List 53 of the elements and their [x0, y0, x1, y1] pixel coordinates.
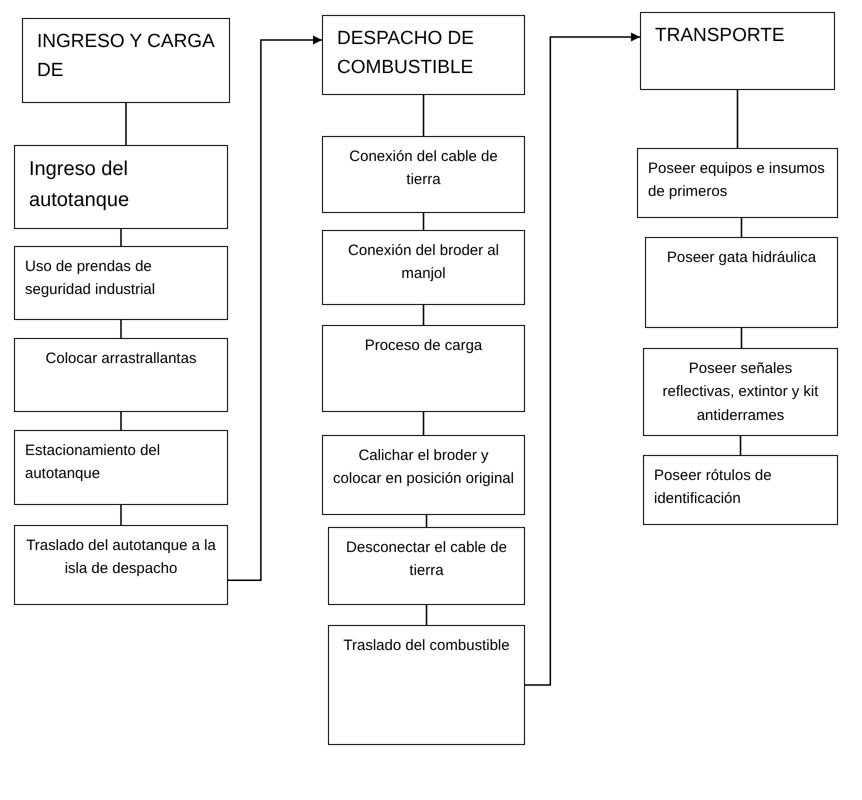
box-text: Desconectar el cable de tierra [345, 538, 508, 582]
process-box [14, 430, 228, 505]
process-box [322, 136, 525, 213]
process-box [322, 230, 525, 305]
box-text: Poseer equipos e insumos de primeros [648, 159, 826, 202]
process-box [328, 527, 525, 605]
connector-line [120, 320, 122, 338]
connector-line [740, 218, 742, 237]
arrow [525, 32, 640, 686]
box-text: Traslado del autotanque a la isla de despacho [25, 536, 217, 580]
connector-line [120, 412, 122, 430]
process-box [14, 525, 228, 605]
box-text: Colocar arrastrallantas [44, 349, 198, 369]
process-box [637, 148, 838, 218]
connector-line [422, 412, 424, 435]
connector-line [422, 305, 424, 325]
connector-line [422, 95, 424, 136]
process-box [645, 237, 838, 328]
process-box [322, 325, 525, 412]
box-text: Ingreso del autotanque [29, 157, 130, 213]
process-box [14, 338, 228, 412]
connector-line [740, 436, 742, 455]
box-text: TRANSPORTE [655, 24, 786, 48]
box-text: Conexión del broder al manjol [347, 241, 500, 284]
process-box [640, 12, 835, 90]
process-box [322, 435, 525, 515]
connector-line [422, 213, 424, 230]
connector-line [736, 90, 738, 148]
box-text: Uso de prendas de seguridad industrial [25, 257, 156, 300]
connector-line [120, 229, 122, 246]
box-text: Poseer gata hidráulica [666, 248, 818, 268]
box-text: DESPACHO DE COMBUSTIBLE [337, 27, 475, 80]
box-text: Calichar el broder y colocar en posición original [333, 446, 514, 490]
connector-line [120, 505, 122, 525]
box-text: Poseer rótulos de identificación [654, 466, 773, 510]
box-text: Traslado del combustible [342, 636, 511, 656]
process-box [322, 15, 525, 95]
connector-line [426, 605, 428, 625]
process-box [14, 246, 228, 320]
box-text: Proceso de carga [364, 336, 484, 356]
connector-line [426, 515, 428, 527]
process-box [22, 18, 230, 103]
box-text: Conexión del cable de tierra [348, 147, 499, 190]
connector-line [740, 328, 742, 348]
box-text: Estacionamiento del autotanque [25, 441, 162, 484]
box-text: Poseer señales reflectivas, extintor y kit antiderrames [662, 359, 820, 426]
process-box [14, 145, 228, 229]
process-box [643, 455, 838, 525]
connector-line [125, 103, 127, 145]
arrow [228, 36, 322, 581]
process-box [328, 625, 525, 745]
box-text: INGRESO Y CARGA DE [37, 30, 216, 84]
process-box [643, 348, 838, 436]
